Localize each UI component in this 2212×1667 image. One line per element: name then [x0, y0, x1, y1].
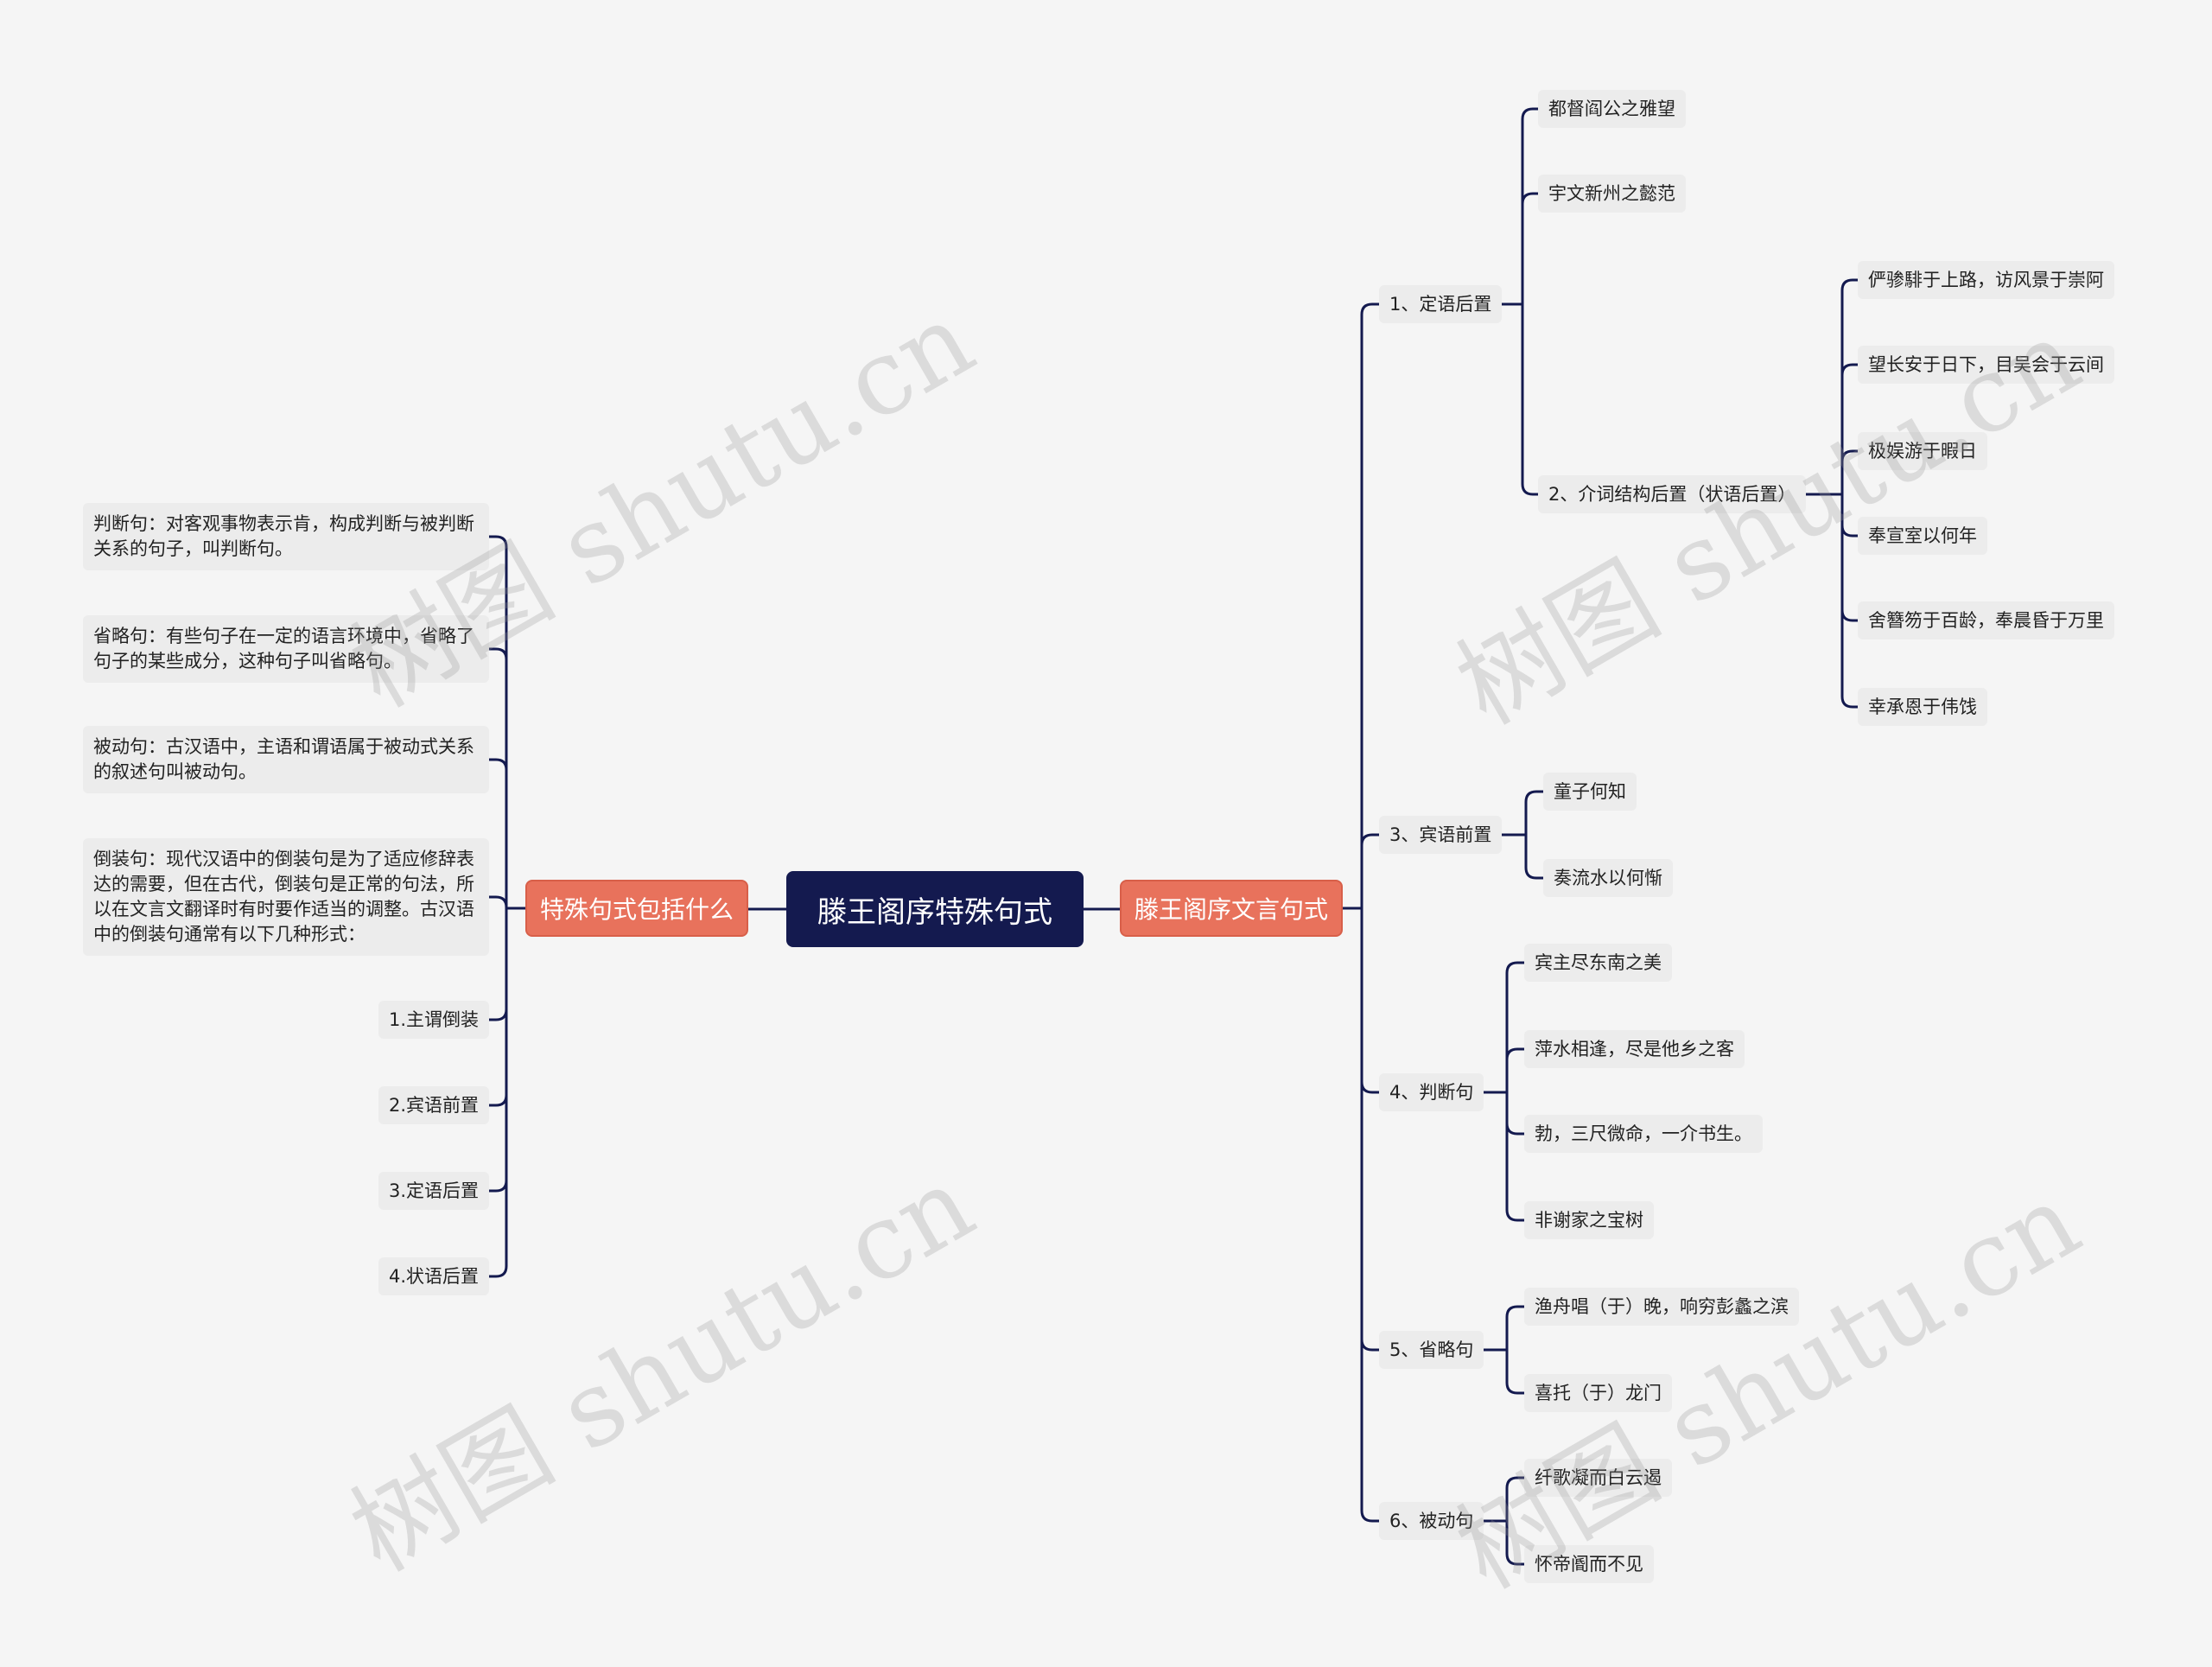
- left-item-adverbial-postposed[interactable]: 4.状语后置: [378, 1257, 490, 1295]
- connector-6: [487, 895, 508, 910]
- leaf-prep-2[interactable]: 望长安于日下，目吴会于云间: [1858, 346, 2114, 384]
- left-item-subject-predicate[interactable]: 1.主谓倒装: [378, 1001, 490, 1039]
- group-judgment[interactable]: 4、判断句: [1379, 1073, 1484, 1111]
- connector-26: [1840, 493, 1859, 622]
- group-object-preposed[interactable]: 3、宾语前置: [1379, 816, 1503, 854]
- connector-34: [1505, 1091, 1526, 1136]
- root-node[interactable]: 滕王阁序特殊句式: [786, 871, 1084, 947]
- connector-9: [487, 907, 508, 1193]
- left-item-attribute-postposed[interactable]: 3.定语后置: [378, 1172, 490, 1210]
- leaf-prep-6[interactable]: 幸承恩于伟饯: [1858, 688, 1987, 726]
- leaf-passive-2[interactable]: 怀帝阍而不见: [1524, 1545, 1654, 1583]
- leaf-judgment-4[interactable]: 非谢家之宝树: [1524, 1201, 1654, 1239]
- connector-8: [487, 907, 508, 1107]
- group-omission[interactable]: 5、省略句: [1379, 1331, 1484, 1369]
- left-item-object-preposed[interactable]: 2.宾语前置: [378, 1086, 490, 1124]
- connector-20: [1521, 302, 1540, 496]
- connector-32: [1505, 961, 1526, 1094]
- connector-22: [1840, 278, 1859, 496]
- leaf-object-2[interactable]: 奏流水以何惭: [1543, 859, 1673, 897]
- left-item-inversion[interactable]: 倒装句：现代汉语中的倒装句是为了适应修辞表达的需要，但在古代，倒装句是正常的句法…: [83, 838, 489, 956]
- connector-7: [487, 907, 508, 1021]
- connector-41: [1505, 1519, 1526, 1566]
- connector-30: [1524, 833, 1545, 880]
- connector-37: [1505, 1305, 1526, 1352]
- left-item-judgment[interactable]: 判断句：对客观事物表示肯，构成判断与被判断关系的句子，叫判断句。: [83, 503, 489, 570]
- connector-38: [1505, 1348, 1526, 1395]
- connector-12: [1360, 302, 1381, 910]
- leaf-judgment-2[interactable]: 萍水相逢，尽是他乡之客: [1524, 1030, 1745, 1068]
- right-branch-node[interactable]: 滕王阁序文言句式: [1120, 880, 1343, 937]
- connector-3: [487, 535, 508, 910]
- leaf-dudu[interactable]: 都督阎公之雅望: [1538, 90, 1686, 128]
- left-branch-node[interactable]: 特殊句式包括什么: [525, 880, 748, 937]
- connector-25: [1840, 493, 1859, 538]
- connector-23: [1840, 363, 1859, 496]
- group-attribute-postposed[interactable]: 1、定语后置: [1379, 285, 1503, 323]
- leaf-omission-2[interactable]: 喜托（于）龙门: [1524, 1374, 1672, 1412]
- leaf-omission-1[interactable]: 渔舟唱（于）晚，响穷彭蠡之滨: [1524, 1288, 1799, 1326]
- connector-13: [1360, 833, 1381, 910]
- connector-15: [1360, 907, 1381, 1352]
- connector-4: [487, 647, 508, 910]
- connector-27: [1840, 493, 1859, 709]
- leaf-yuwen[interactable]: 宇文新州之懿范: [1538, 175, 1686, 213]
- left-item-omission[interactable]: 省略句：有些句子在一定的语言环境中，省略了句子的某些成分，这种句子叫省略句。: [83, 615, 489, 683]
- connector-16: [1360, 907, 1381, 1523]
- connector-24: [1840, 449, 1859, 496]
- leaf-object-1[interactable]: 童子何知: [1543, 773, 1637, 811]
- connector-40: [1505, 1476, 1526, 1523]
- leaf-passive-1[interactable]: 纤歌凝而白云遏: [1524, 1459, 1672, 1497]
- leaf-judgment-3[interactable]: 勃，三尺微命，一介书生。: [1524, 1115, 1763, 1153]
- leaf-prep-4[interactable]: 奉宣室以何年: [1858, 517, 1987, 555]
- connector-10: [487, 907, 508, 1278]
- leaf-judgment-1[interactable]: 宾主尽东南之美: [1524, 944, 1672, 982]
- connector-35: [1505, 1091, 1526, 1222]
- connector-18: [1521, 107, 1540, 306]
- connector-33: [1505, 1047, 1526, 1094]
- connector-5: [487, 758, 508, 910]
- subgroup-prepositional[interactable]: 2、介词结构后置（状语后置）: [1538, 475, 1807, 513]
- leaf-prep-1[interactable]: 俨骖騑于上路，访风景于崇阿: [1858, 261, 2114, 299]
- connector-29: [1524, 790, 1545, 837]
- leaf-prep-5[interactable]: 舍簪笏于百龄，奉晨昏于万里: [1858, 601, 2114, 639]
- left-item-passive[interactable]: 被动句：古汉语中，主语和谓语属于被动式关系的叙述句叫被动句。: [83, 726, 489, 793]
- group-passive[interactable]: 6、被动句: [1379, 1502, 1484, 1540]
- connector-19: [1521, 192, 1540, 306]
- leaf-prep-3[interactable]: 极娱游于暇日: [1858, 432, 1987, 470]
- connector-14: [1360, 907, 1381, 1094]
